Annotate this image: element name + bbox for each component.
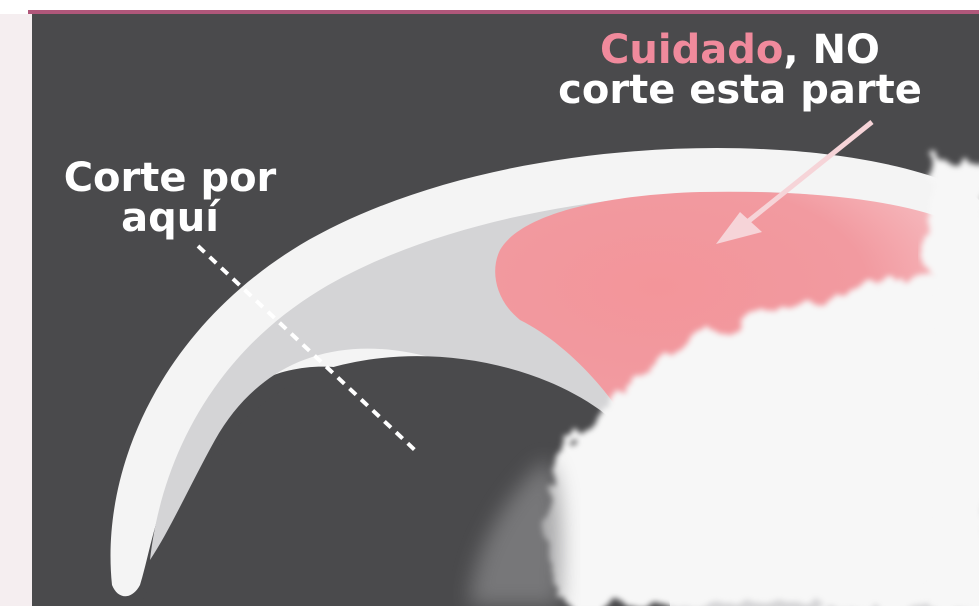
warning-label: Cuidado, NO corte esta parte xyxy=(520,30,960,110)
cut-line xyxy=(196,244,420,455)
cut-here-line1: Corte por xyxy=(63,155,277,201)
warning-line1: Cuidado, NO xyxy=(520,30,960,70)
warning-emphasis: Cuidado xyxy=(600,27,784,73)
fur-right-edge xyxy=(930,160,979,606)
cut-here-line2: aquí xyxy=(121,195,219,241)
warning-arrow-shaft xyxy=(733,120,874,234)
warning-arrow-head xyxy=(716,212,762,244)
warning-line2: corte esta parte xyxy=(558,67,922,113)
warning-rest-line1: , NO xyxy=(783,27,880,73)
fur-shadow xyxy=(470,460,562,606)
left-edge-fade xyxy=(0,14,32,606)
cut-here-label: Corte por aquí xyxy=(50,158,290,238)
top-accent-line xyxy=(28,10,979,14)
quick-area xyxy=(495,191,960,430)
fur xyxy=(548,270,979,606)
